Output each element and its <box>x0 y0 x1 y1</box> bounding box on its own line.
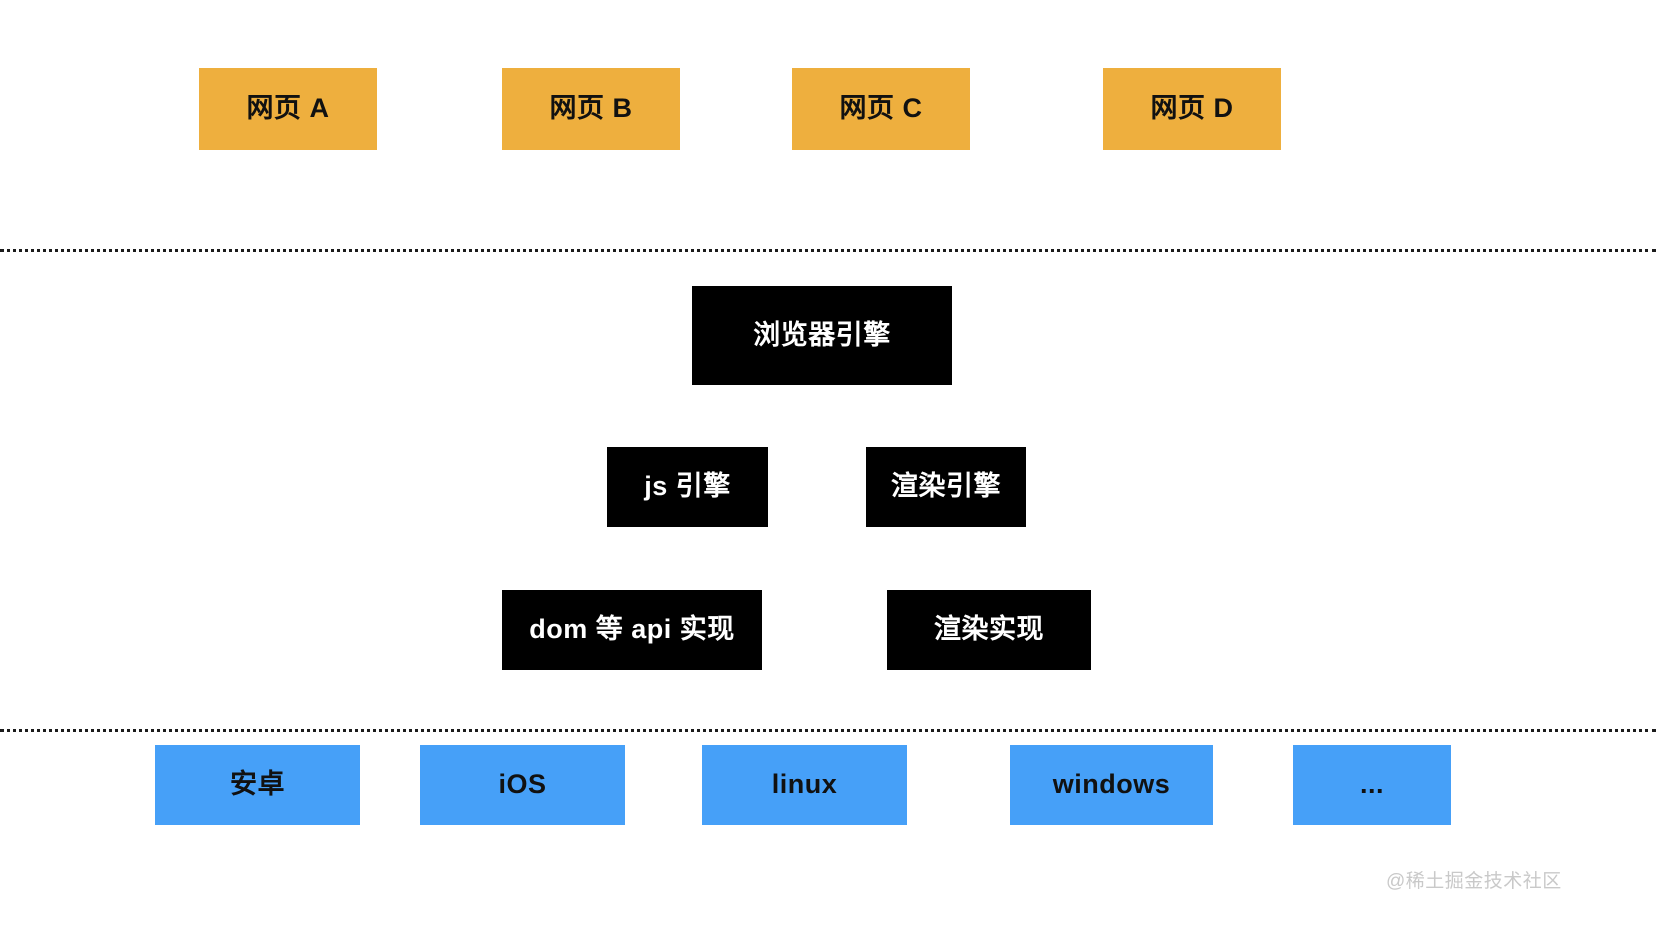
render-impl-box[interactable]: 渲染实现 <box>887 590 1091 670</box>
render-engine-box[interactable]: 渲染引擎 <box>866 447 1026 527</box>
dom-api-impl-box[interactable]: dom 等 api 实现 <box>502 590 762 670</box>
watermark: @稀土掘金技术社区 <box>1386 871 1562 892</box>
os-label-ios: iOS <box>498 769 547 800</box>
os-box-more[interactable]: ... <box>1293 745 1451 825</box>
os-label-more: ... <box>1359 769 1384 800</box>
web-page-label-d: 网页 D <box>1150 93 1234 124</box>
os-label-linux: linux <box>771 769 838 800</box>
os-box-windows[interactable]: windows <box>1010 745 1213 825</box>
web-page-label-b: 网页 B <box>549 93 633 124</box>
web-page-box-b[interactable]: 网页 B <box>502 68 680 150</box>
divider-engine-os <box>0 729 1656 732</box>
os-label-android: 安卓 <box>230 769 285 800</box>
web-page-box-a[interactable]: 网页 A <box>199 68 377 150</box>
render-impl-label: 渲染实现 <box>934 614 1044 645</box>
js-engine-box[interactable]: js 引擎 <box>607 447 768 527</box>
os-box-android[interactable]: 安卓 <box>155 745 360 825</box>
browser-engine-label: 浏览器引擎 <box>753 319 891 350</box>
web-page-box-c[interactable]: 网页 C <box>792 68 970 150</box>
js-engine-label: js 引擎 <box>644 471 731 502</box>
web-page-label-c: 网页 C <box>839 93 923 124</box>
web-page-label-a: 网页 A <box>246 93 330 124</box>
web-page-box-d[interactable]: 网页 D <box>1103 68 1281 150</box>
dom-api-impl-label: dom 等 api 实现 <box>529 614 735 645</box>
os-box-linux[interactable]: linux <box>702 745 907 825</box>
render-engine-label: 渲染引擎 <box>891 471 1001 502</box>
os-box-ios[interactable]: iOS <box>420 745 625 825</box>
browser-engine-box[interactable]: 浏览器引擎 <box>692 286 952 385</box>
divider-pages-engine <box>0 249 1656 252</box>
os-label-windows: windows <box>1052 769 1171 800</box>
